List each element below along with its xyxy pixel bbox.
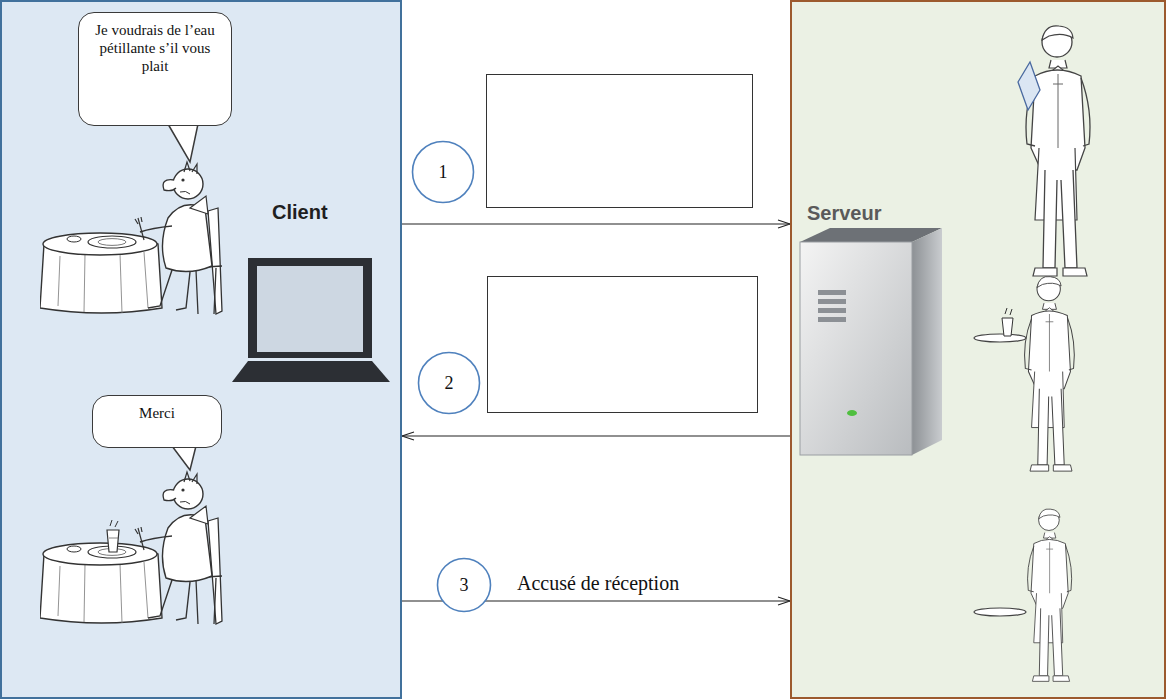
- client-ground: [0, 0, 402, 699]
- empty-frame: [487, 75, 753, 208]
- empty-frame: [488, 277, 758, 413]
- server-tower: [800, 228, 942, 455]
- client-panel: Client Je voudrais de l’eau pétillante s’…: [0, 0, 402, 699]
- callout-text: 3: [460, 575, 469, 596]
- bubble-text: Je voudrais de l’eau pétillante s’il vou…: [89, 21, 221, 75]
- callout-number: 2: [417, 351, 481, 415]
- bubble-tail: [168, 124, 198, 162]
- waiter-figure: [974, 276, 1074, 471]
- arrow-connector: [402, 223, 790, 224]
- bubble-tail: [172, 446, 196, 470]
- bubble-text: Merci: [103, 404, 211, 422]
- diner-figure: [40, 472, 222, 624]
- laptop-icon: [232, 258, 390, 382]
- edge-label: Accusé de réception: [515, 572, 681, 595]
- callout-number: 1: [411, 140, 475, 204]
- panel-title: Client: [272, 201, 328, 224]
- waiter-figure: [974, 509, 1072, 681]
- arrow-connector: [402, 435, 790, 436]
- speech-bubble: Je voudrais de l’eau pétillante s’il vou…: [78, 12, 232, 126]
- server-panel: Serveur: [790, 0, 1166, 699]
- diner-figure: [40, 162, 222, 314]
- panel-title: Serveur: [807, 202, 882, 225]
- server-ground: [790, 0, 1166, 699]
- glass: [107, 520, 119, 552]
- speech-bubble: Merci: [92, 395, 222, 448]
- callout-text: 1: [439, 162, 448, 183]
- callout-text: 2: [445, 373, 454, 394]
- waiter-figure: [1018, 26, 1090, 276]
- callout-number: 3: [436, 557, 492, 613]
